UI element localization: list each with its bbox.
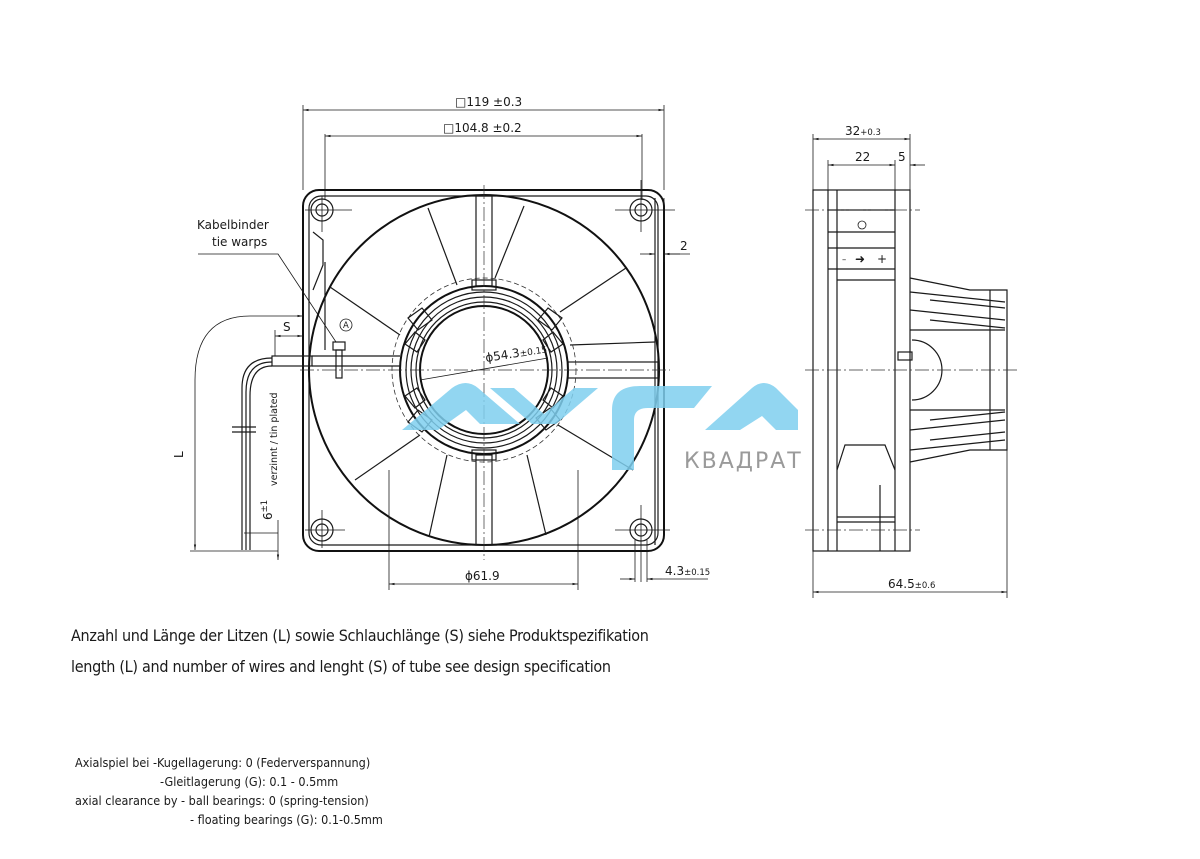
mounting-hole-bl <box>305 510 345 548</box>
dim-5: 5 <box>898 150 906 164</box>
motor-body <box>897 277 1008 463</box>
polarity-arrow: ➜ <box>855 252 865 266</box>
axial-line-3: axial clearance by - ball bearings: 0 (s… <box>75 793 369 808</box>
label-tie-warps: tie warps <box>212 235 267 249</box>
dim-22: 22 <box>855 150 870 164</box>
label-l: L <box>172 451 186 458</box>
side-view: 32+0.3 22 5 – ➜ + <box>805 124 1020 598</box>
dim-depth: 32+0.3 <box>845 124 881 138</box>
dim-outer: □119 ±0.3 <box>455 95 522 109</box>
dim-total: 64.5±0.6 <box>888 577 935 591</box>
side-frame <box>812 189 911 552</box>
dim-flange: 2 <box>680 239 688 253</box>
dim-inner: □104.8 ±0.2 <box>443 121 522 135</box>
tie-wrap <box>332 341 346 351</box>
label-kabelbinder: Kabelbinder <box>197 218 269 232</box>
note-english: length (L) and number of wires and lengh… <box>71 657 611 676</box>
fan-blades <box>329 205 656 538</box>
polarity-plus: + <box>877 252 887 266</box>
axial-line-2: -Gleitlagerung (G): 0.1 - 0.5mm <box>160 774 339 789</box>
label-s: S <box>283 320 291 334</box>
polarity-minus: – <box>842 255 846 265</box>
axial-line-1: Axialspiel bei -Kugellagerung: 0 (Federv… <box>75 755 371 770</box>
front-view: □119 ±0.3 □104.8 ±0.2 <box>172 95 710 590</box>
cable-exit: A <box>271 231 400 379</box>
axial-line-4: - floating bearings (G): 0.1-0.5mm <box>190 812 383 827</box>
label-a: A <box>343 321 349 331</box>
mounting-hole-br <box>615 505 670 582</box>
watermark-logo: КВАДРАТ <box>402 383 803 474</box>
watermark-text: КВАДРАТ <box>684 449 803 474</box>
label-strip: 6±1 <box>260 500 275 520</box>
mounting-hole-tr <box>615 180 675 232</box>
label-tin-plated: verzinnt / tin plated <box>269 392 280 486</box>
fan-frame-outline <box>302 189 665 552</box>
note-german: Anzahl und Länge der Litzen (L) sowie Sc… <box>71 626 649 645</box>
dim-hub-bore: ϕ54.3±0.15 <box>484 341 548 365</box>
dim-venturi: ϕ61.9 <box>465 569 500 583</box>
mounting-hole-tl <box>305 196 352 232</box>
dim-hole: 4.3±0.15 <box>665 564 710 578</box>
